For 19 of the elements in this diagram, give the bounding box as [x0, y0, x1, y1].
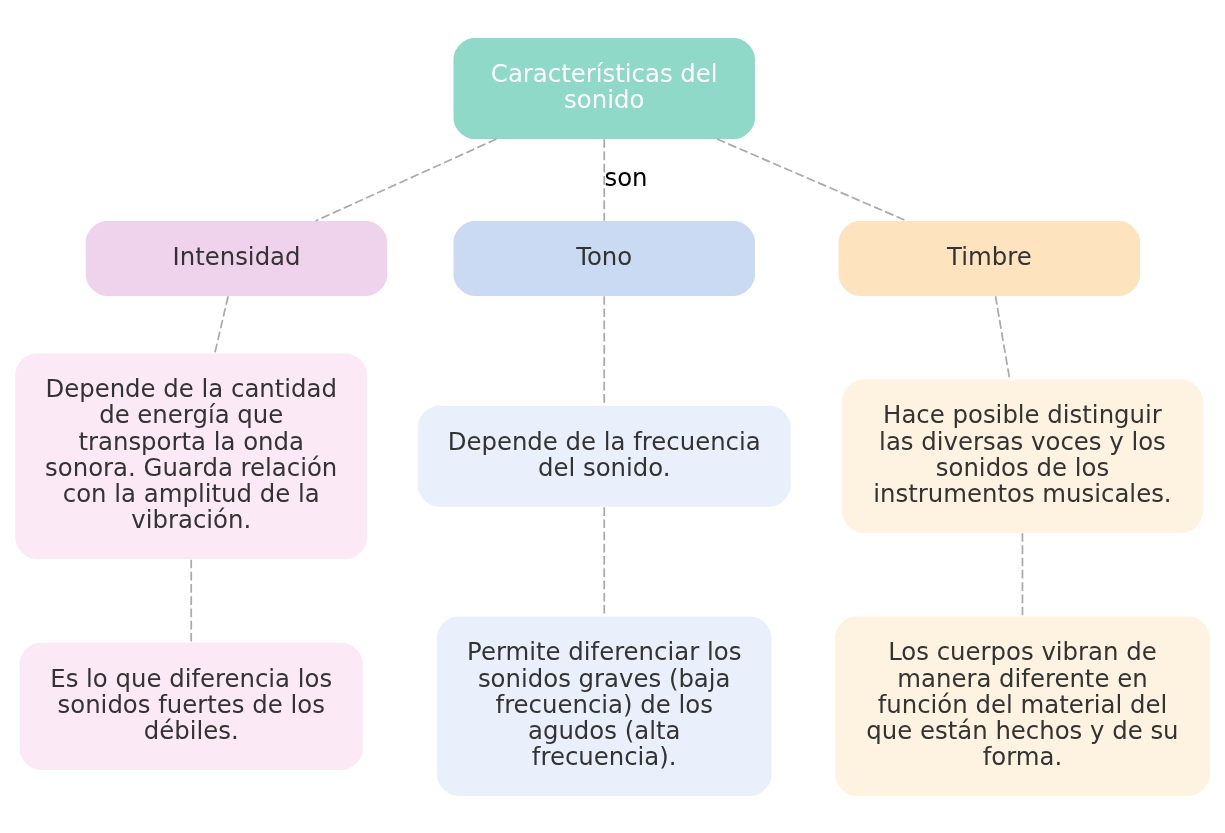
connector: [716, 137, 908, 222]
node-box: Timbre: [838, 220, 1141, 296]
connector: [603, 137, 606, 222]
edge-label: son: [604, 162, 648, 192]
connector: [1021, 531, 1024, 617]
connector: [603, 505, 606, 617]
node-box: Depende de la frecuencia del sonido.: [417, 405, 791, 507]
node-box: Depende de la cantidad de energía que transporta la onda sonora. Guarda relación con la amplitud de la vibración.: [15, 352, 368, 559]
node-box: Intensidad: [85, 220, 388, 296]
connector: [994, 294, 1011, 380]
node-box: Hace posible distinguir las diversas voces y los sonidos de los instrumentos musicales.: [842, 379, 1203, 533]
connector: [314, 137, 498, 222]
node-box: Características del sonido: [453, 37, 755, 139]
connector: [190, 558, 193, 643]
node-box: Es lo que diferencia los sonidos fuertes de los débiles.: [19, 642, 363, 770]
node-box: Los cuerpos vibran de manera diferente en función del material del que están hechos y de su forma.: [835, 616, 1210, 796]
connector: [214, 294, 229, 354]
node-box: Tono: [453, 220, 755, 296]
connector: [603, 294, 606, 406]
